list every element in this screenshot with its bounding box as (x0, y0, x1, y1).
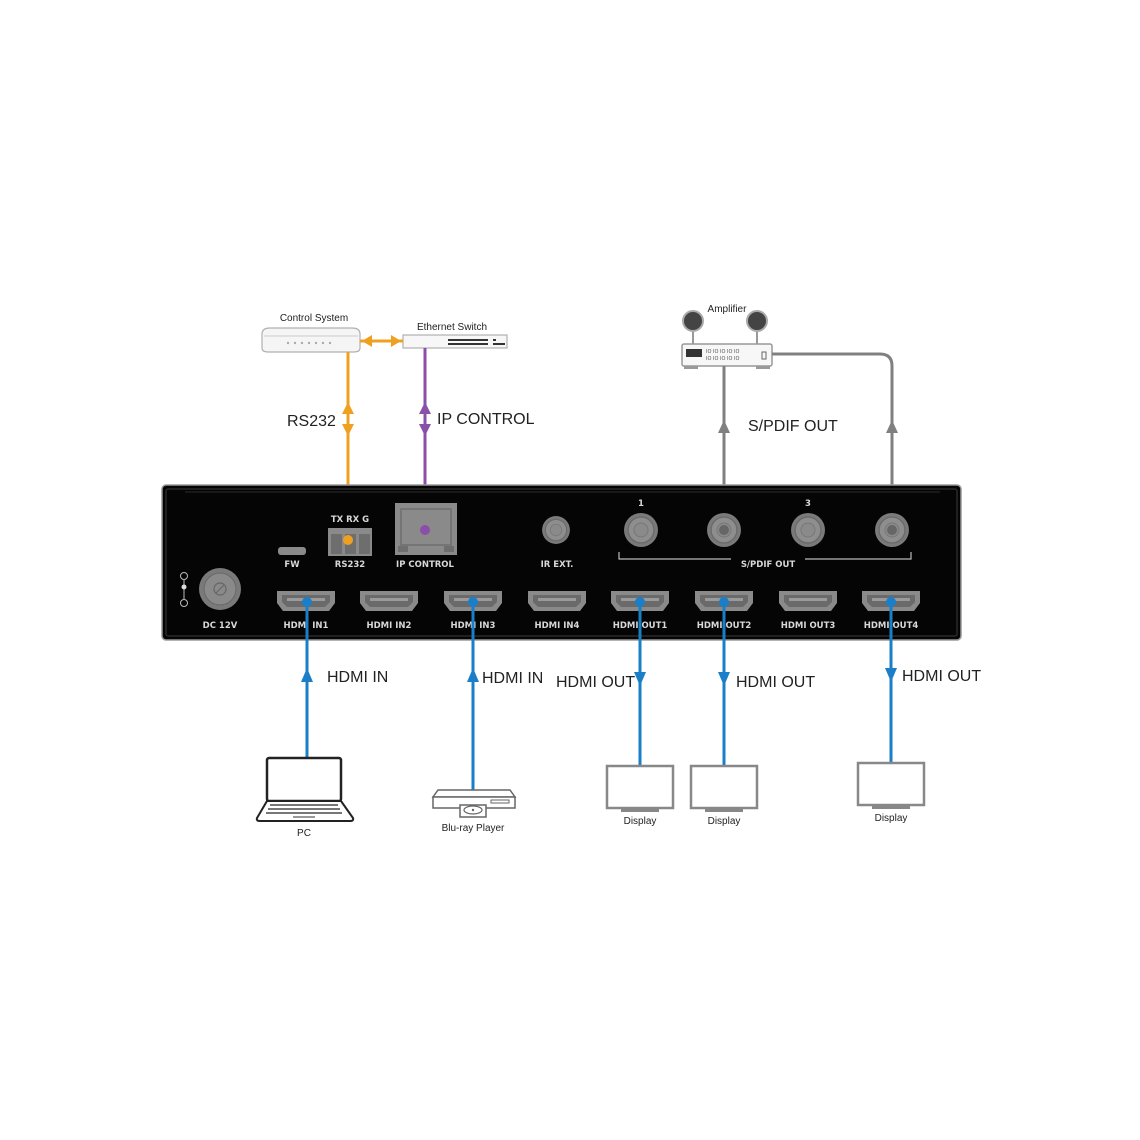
spdif-port-2[interactable] (706, 512, 742, 548)
spdif-port-1[interactable] (623, 512, 659, 548)
svg-text:IO IO IO IO IO: IO IO IO IO IO (706, 356, 739, 362)
hdmi-in-cable-2 (467, 597, 479, 790)
hdmi-out3-label: HDMI OUT3 (781, 621, 836, 631)
display-label-1: Display (624, 816, 657, 827)
hdmi-in4-port[interactable] (528, 591, 586, 611)
spdif-cable-4 (772, 352, 898, 530)
display-icon-3 (856, 761, 926, 811)
hdmi-out-label-2: HDMI OUT (736, 674, 815, 691)
bluray-player-icon (431, 789, 517, 818)
hdmi-in2-port[interactable] (360, 591, 418, 611)
laptop-icon (255, 756, 355, 822)
spdif-group-label: S/PDIF OUT (741, 560, 796, 570)
hdmi-in-label-2: HDMI IN (482, 670, 543, 687)
ethernet-switch-label: Ethernet Switch (417, 322, 487, 333)
ir-ext-label: IR EXT. (541, 560, 574, 570)
spdif-bracket (618, 552, 912, 560)
ethernet-switch-device (402, 334, 508, 349)
network-link-line (360, 335, 403, 347)
ir-ext-port[interactable] (541, 515, 571, 545)
hdmi-in2-label: HDMI IN2 (367, 621, 412, 631)
spdif-port-4[interactable] (874, 512, 910, 548)
dc-label: DC 12V (203, 621, 238, 631)
hdmi-out-label-3: HDMI OUT (902, 668, 981, 685)
hdmi-out-label-1: HDMI OUT (556, 674, 635, 691)
display-icon-2 (689, 764, 759, 814)
dc-polarity-icon (180, 572, 188, 607)
spdif-port-3[interactable] (790, 512, 826, 548)
rs232-label: RS232 (287, 413, 336, 430)
ip-control-label: IP CONTROL (437, 411, 535, 428)
rs232-panel-label: RS232 (335, 560, 365, 570)
spdif-1-label: 1 (638, 499, 644, 509)
rs232-pins-label: TX RX G (331, 515, 369, 525)
fw-label: FW (284, 560, 300, 570)
hdmi-out3-port[interactable] (779, 591, 837, 611)
hdmi-in-label-1: HDMI IN (327, 669, 388, 686)
fw-port[interactable] (278, 547, 306, 555)
pc-label: PC (297, 828, 311, 839)
spdif-out-label: S/PDIF OUT (748, 418, 838, 435)
spdif-3-label: 3 (805, 499, 811, 509)
hdmi-in-cable-1 (301, 597, 313, 758)
control-system-label: Control System (280, 313, 348, 324)
display-label-2: Display (708, 816, 741, 827)
display-label-3: Display (875, 813, 908, 824)
dc-power-jack[interactable] (199, 568, 241, 610)
bluray-label: Blu-ray Player (442, 823, 505, 834)
hdmi-in4-label: HDMI IN4 (535, 621, 580, 631)
ip-control-panel-label: IP CONTROL (396, 560, 454, 570)
rs232-plug-dot (343, 535, 353, 545)
hdmi-out-cable-3 (885, 597, 897, 763)
svg-text:IO IO IO IO IO: IO IO IO IO IO (706, 349, 739, 355)
amplifier-label: Amplifier (708, 304, 748, 315)
display-icon-1 (605, 764, 675, 814)
amplifier-device: IO IO IO IO IO IO IO IO IO IO (681, 310, 773, 369)
hdmi-out-cable-1 (634, 597, 646, 766)
hdmi-out-cable-2 (718, 597, 730, 766)
control-system-device (261, 327, 361, 353)
ip-plug-dot (420, 525, 430, 535)
